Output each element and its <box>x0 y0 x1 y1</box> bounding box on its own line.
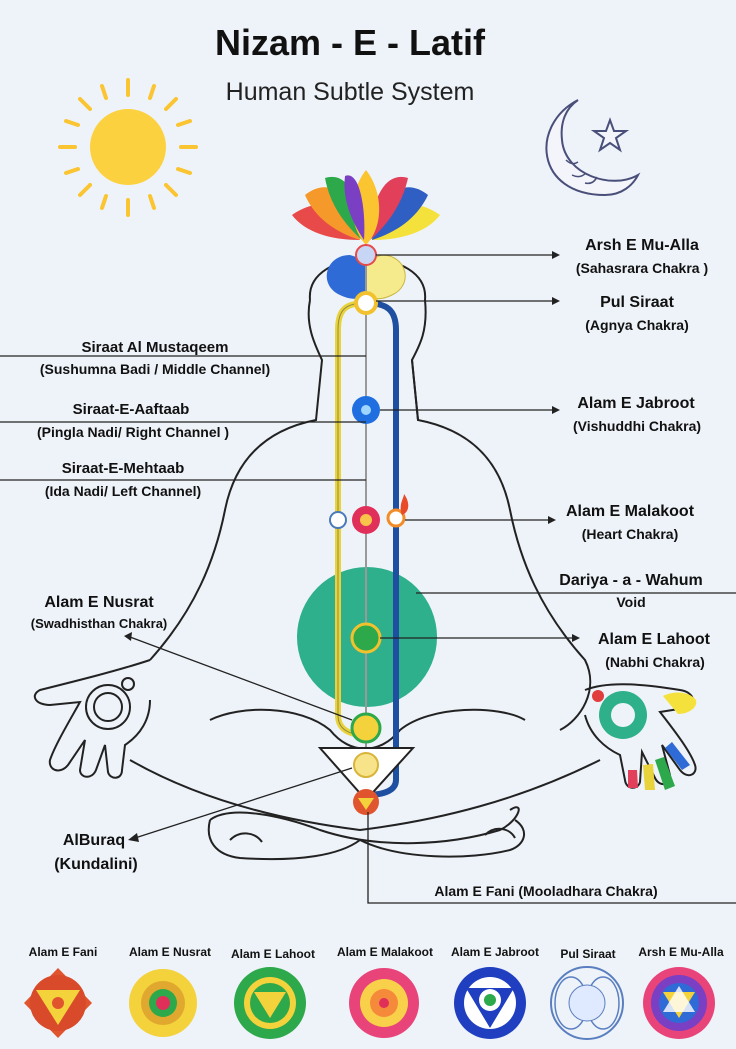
label-jabroot: Alam E Jabroot <box>577 395 695 412</box>
meditating-body-outline <box>129 257 601 861</box>
page-subtitle: Human Subtle System <box>226 78 475 106</box>
bottom-label-lahoot: Alam E Lahoot <box>231 947 315 961</box>
label-arsh-sub: (Sahasrara Chakra ) <box>576 260 708 276</box>
lotus-icon <box>292 170 440 245</box>
mooladhara-chakra-icon <box>24 968 92 1038</box>
bottom-label-arsh: Arsh E Mu-Alla <box>638 945 724 959</box>
label-mehtaab: Siraat-E-Mehtaab <box>62 460 185 477</box>
label-arsh: Arsh E Mu-Alla <box>585 237 699 254</box>
label-dariya: Dariya - a - Wahum <box>559 572 702 589</box>
bottom-label-pul: Pul Siraat <box>560 947 615 961</box>
heart-center <box>360 514 372 526</box>
bottom-label-fani: Alam E Fani <box>29 945 98 959</box>
bottom-label-malakoot: Alam E Malakoot <box>337 945 433 959</box>
left-head-lobe <box>326 255 366 299</box>
sahasrara-chakra-dot <box>355 244 377 266</box>
label-pul-sub: (Agnya Chakra) <box>585 317 688 333</box>
crescent-moon-icon <box>545 99 641 197</box>
label-dariya-sub: Void <box>616 594 645 610</box>
label-fani: Alam E Fani (Mooladhara Chakra) <box>434 883 657 899</box>
label-nusrat-sub: (Swadhisthan Chakra) <box>31 616 168 631</box>
label-siraat-sub: (Sushumna Badi / Middle Channel) <box>40 361 270 377</box>
flame-icon <box>400 494 409 515</box>
swadhisthan-chakra-dot <box>350 712 382 744</box>
nabhi-chakra-icon <box>234 967 306 1039</box>
label-jabroot-sub: (Vishuddhi Chakra) <box>573 418 701 434</box>
bottom-label-jabroot: Alam E Jabroot <box>451 945 539 959</box>
label-buraq-sub: (Kundalini) <box>54 856 138 873</box>
label-nusrat: Alam E Nusrat <box>44 594 154 611</box>
nabhi-chakra-dot <box>350 622 382 654</box>
label-pul: Pul Siraat <box>600 294 674 311</box>
label-malakoot-sub: (Heart Chakra) <box>582 526 678 542</box>
pingla-right-channel <box>365 300 399 798</box>
left-heart-node <box>329 511 347 529</box>
label-buraq: AlBuraq <box>63 832 125 849</box>
right-hand-outline <box>584 683 697 790</box>
label-lahoot: Alam E Lahoot <box>598 631 711 648</box>
label-mehtaab-sub: (Ida Nadi/ Left Channel) <box>45 483 201 499</box>
heart-chakra-icon <box>349 968 419 1038</box>
label-aaftaab: Siraat-E-Aaftaab <box>73 401 190 418</box>
sahasrara-chakra-icon <box>643 967 715 1039</box>
arrowheads <box>124 251 580 842</box>
agnya-chakra-dot <box>354 291 378 315</box>
label-lahoot-sub: (Nabhi Chakra) <box>605 654 705 670</box>
label-aaftaab-sub: (Pingla Nadi/ Right Channel ) <box>37 424 229 440</box>
vishuddhi-center <box>361 405 371 415</box>
label-malakoot: Alam E Malakoot <box>566 503 695 520</box>
pointer-lines <box>0 254 736 904</box>
left-hand-outline <box>33 659 151 779</box>
kundalini-coil-icon <box>353 752 379 778</box>
agnya-chakra-icon <box>550 966 624 1040</box>
vishuddhi-chakra-icon <box>454 967 526 1039</box>
swadhisthan-chakra-icon <box>129 969 197 1037</box>
sun-icon <box>58 78 198 217</box>
mooladhara-triangle <box>358 798 374 810</box>
star-icon <box>590 117 630 153</box>
right-heart-node <box>386 508 406 528</box>
label-siraat: Siraat Al Mustaqeem <box>82 339 229 356</box>
bottom-label-nusrat: Alam E Nusrat <box>129 945 211 959</box>
page-title: Nizam - E - Latif <box>215 22 486 63</box>
